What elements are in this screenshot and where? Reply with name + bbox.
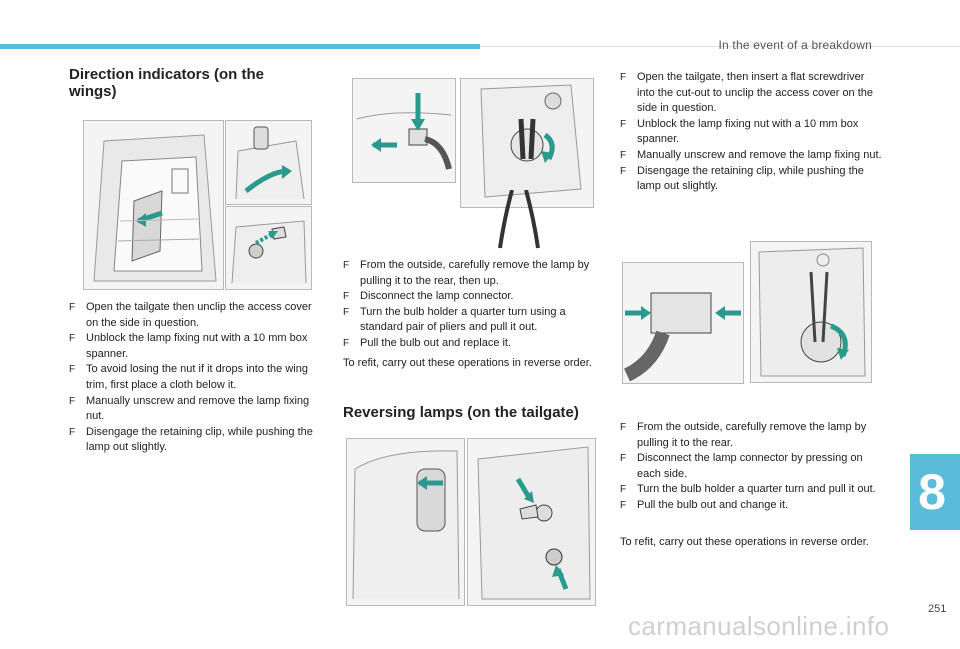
bullet-marker: F [620, 72, 627, 83]
illustration-boot-access-cover [83, 120, 224, 290]
bullet-marker: F [343, 337, 350, 349]
illustration-lamp-removal [352, 78, 456, 183]
illustration-tailgate-cover [346, 438, 465, 606]
illustration-fixing-nut [225, 206, 312, 290]
bullet-marker: F [343, 306, 350, 318]
bullet-marker: F [69, 302, 76, 313]
direction-indicators-heading: Direction indicators (on the wings) [69, 66, 265, 100]
bullet-marker: F [69, 364, 76, 376]
right-refit-note: To refit, carry out these operations in … [620, 536, 869, 548]
bullet-marker: F [620, 499, 627, 511]
watermark: carmanualsonline.info [628, 611, 890, 641]
bullet-marker: F [69, 333, 76, 345]
bullet-marker: F [620, 484, 627, 496]
bullet-marker: F [620, 422, 627, 433]
middle-refit-note: To refit, carry out these operations in … [343, 357, 592, 369]
header-accent-bar [0, 44, 480, 49]
header-rule [480, 46, 960, 47]
illustration-connector-press [622, 262, 744, 384]
illustration-pliers-bulb-holder [460, 78, 594, 208]
bullet-marker: F [69, 426, 76, 438]
section-title: In the event of a breakdown [718, 38, 872, 52]
illustration-bulb-holder-turn [750, 241, 872, 383]
illustration-tailgate-nut [467, 438, 596, 606]
bullet-marker: F [620, 118, 627, 130]
chapter-number: 8 [918, 464, 946, 520]
bullet-marker: F [620, 149, 627, 161]
bullet-marker: F [69, 395, 76, 407]
illustration-pliers-handles [490, 189, 550, 250]
chapter-tab: 8 [910, 454, 960, 530]
bullet-marker: F [343, 291, 350, 303]
bullet-marker: F [343, 260, 350, 271]
reversing-lamps-heading: Reversing lamps (on the tailgate) [343, 404, 579, 421]
bullet-marker: F [620, 165, 627, 177]
page-number: 251 [928, 603, 947, 615]
bullet-marker: F [620, 453, 627, 465]
illustration-cover-unclip [225, 120, 312, 205]
